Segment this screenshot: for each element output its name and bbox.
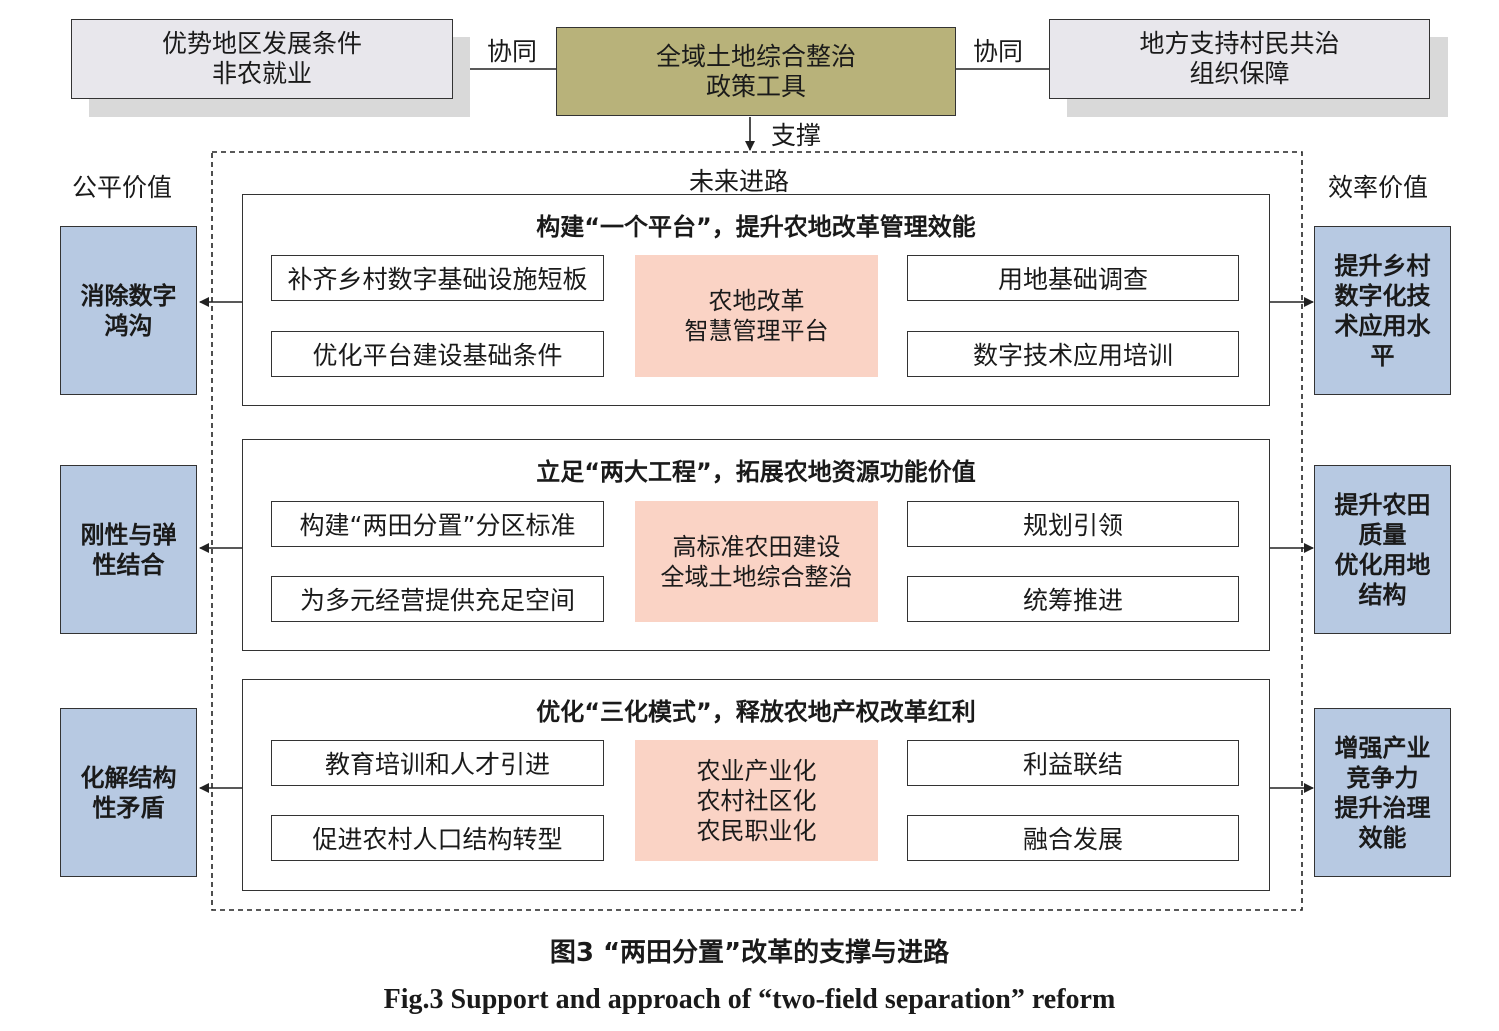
efficiency-label: 效率价值 (1328, 173, 1429, 202)
right-value-2-line: 优化用地 (1334, 550, 1431, 579)
future-path-frame (211, 151, 1303, 911)
s3-left-item-1: 教育培训和人才引进 (271, 740, 604, 786)
right-value-3-line: 提升治理 (1334, 793, 1431, 822)
right-value-3: 增强产业 竞争力 提升治理 效能 (1314, 708, 1451, 877)
caption-cn: 图3 “两田分置”改革的支撑与进路 (549, 938, 950, 968)
right-value-1-line: 数字化技 (1334, 281, 1431, 310)
right-value-1-line: 提升乡村 (1334, 251, 1431, 280)
left-value-3-line: 化解结构 (80, 763, 177, 792)
right-value-3-line: 竞争力 (1346, 763, 1419, 792)
right-value-2-line: 质量 (1358, 520, 1407, 549)
section-2-title: 立足“两大工程”，拓展农地资源功能价值 (536, 458, 976, 486)
s1-core-box: 农地改革 智慧管理平台 (635, 255, 878, 377)
policy-tool-box: 全域土地综合整治 政策工具 (556, 27, 956, 116)
left-value-2: 刚性与弹 性结合 (60, 465, 197, 634)
fairness-label: 公平价值 (72, 173, 173, 202)
left-value-3: 化解结构 性矛盾 (60, 708, 197, 877)
right-value-3-line: 增强产业 (1334, 733, 1431, 762)
top-right-line-1: 地方支持村民共治 (1139, 29, 1340, 58)
left-value-2-line: 刚性与弹 (80, 520, 177, 549)
s1-left-item-2: 优化平台建设基础条件 (271, 331, 604, 377)
s2-left-item-1: 构建“两田分置”分区标准 (271, 501, 604, 547)
right-value-1-line: 平 (1370, 341, 1395, 370)
s3-core-box: 农业产业化 农村社区化 农民职业化 (635, 740, 878, 861)
support-label: 支撑 (771, 121, 822, 150)
s1-core-line: 农地改革 (708, 287, 805, 315)
s1-left-item-1: 补齐乡村数字基础设施短板 (271, 255, 604, 301)
s1-right-item-1: 用地基础调查 (907, 255, 1239, 301)
s2-core-line: 高标准农田建设 (672, 532, 841, 561)
s3-core-line: 农村社区化 (696, 786, 817, 815)
caption-en: Fig.3 Support and approach of “two-field… (383, 984, 1116, 1015)
s1-core-line: 智慧管理平台 (684, 317, 829, 345)
right-value-2: 提升农田 质量 优化用地 结构 (1314, 465, 1451, 634)
section-3-title: 优化“三化模式”，释放农地产权改革红利 (536, 698, 976, 726)
left-value-1-line: 消除数字 (80, 281, 177, 310)
s2-right-item-1: 规划引领 (907, 501, 1239, 547)
right-value-1: 提升乡村 数字化技 术应用水 平 (1314, 226, 1451, 395)
right-value-3-line: 效能 (1358, 823, 1407, 852)
link-right-label: 协同 (973, 37, 1024, 66)
link-left-label: 协同 (487, 37, 538, 66)
s2-core-box: 高标准农田建设 全域土地综合整治 (635, 501, 878, 622)
left-value-1: 消除数字 鸿沟 (60, 226, 197, 395)
s3-core-line: 农业产业化 (696, 756, 817, 785)
s2-right-item-2: 统筹推进 (907, 576, 1239, 622)
s3-left-item-2: 促进农村人口结构转型 (271, 815, 604, 861)
top-right-box: 地方支持村民共治 组织保障 (1049, 19, 1430, 99)
right-value-2-line: 结构 (1358, 580, 1407, 609)
top-left-line-1: 优势地区发展条件 (161, 29, 362, 58)
right-value-1-line: 术应用水 (1334, 311, 1431, 340)
left-value-3-line: 性矛盾 (92, 793, 165, 822)
s2-core-line: 全域土地综合整治 (660, 562, 853, 591)
top-right-line-2: 组织保障 (1189, 59, 1290, 88)
left-value-2-line: 性结合 (92, 550, 165, 579)
s3-right-item-2: 融合发展 (907, 815, 1239, 861)
policy-tool-line-1: 全域土地综合整治 (655, 41, 856, 71)
s1-right-item-2: 数字技术应用培训 (907, 331, 1239, 377)
future-path-label: 未来进路 (689, 167, 790, 196)
top-left-line-2: 非农就业 (211, 59, 312, 88)
s3-right-item-1: 利益联结 (907, 740, 1239, 786)
left-value-1-line: 鸿沟 (104, 311, 153, 340)
top-left-box: 优势地区发展条件 非农就业 (71, 19, 453, 99)
s2-left-item-2: 为多元经营提供充足空间 (271, 576, 604, 622)
s3-core-line: 农民职业化 (696, 816, 817, 845)
policy-tool-line-2: 政策工具 (705, 71, 806, 101)
section-1-title: 构建“一个平台”，提升农地改革管理效能 (536, 213, 976, 241)
right-value-2-line: 提升农田 (1334, 490, 1431, 519)
